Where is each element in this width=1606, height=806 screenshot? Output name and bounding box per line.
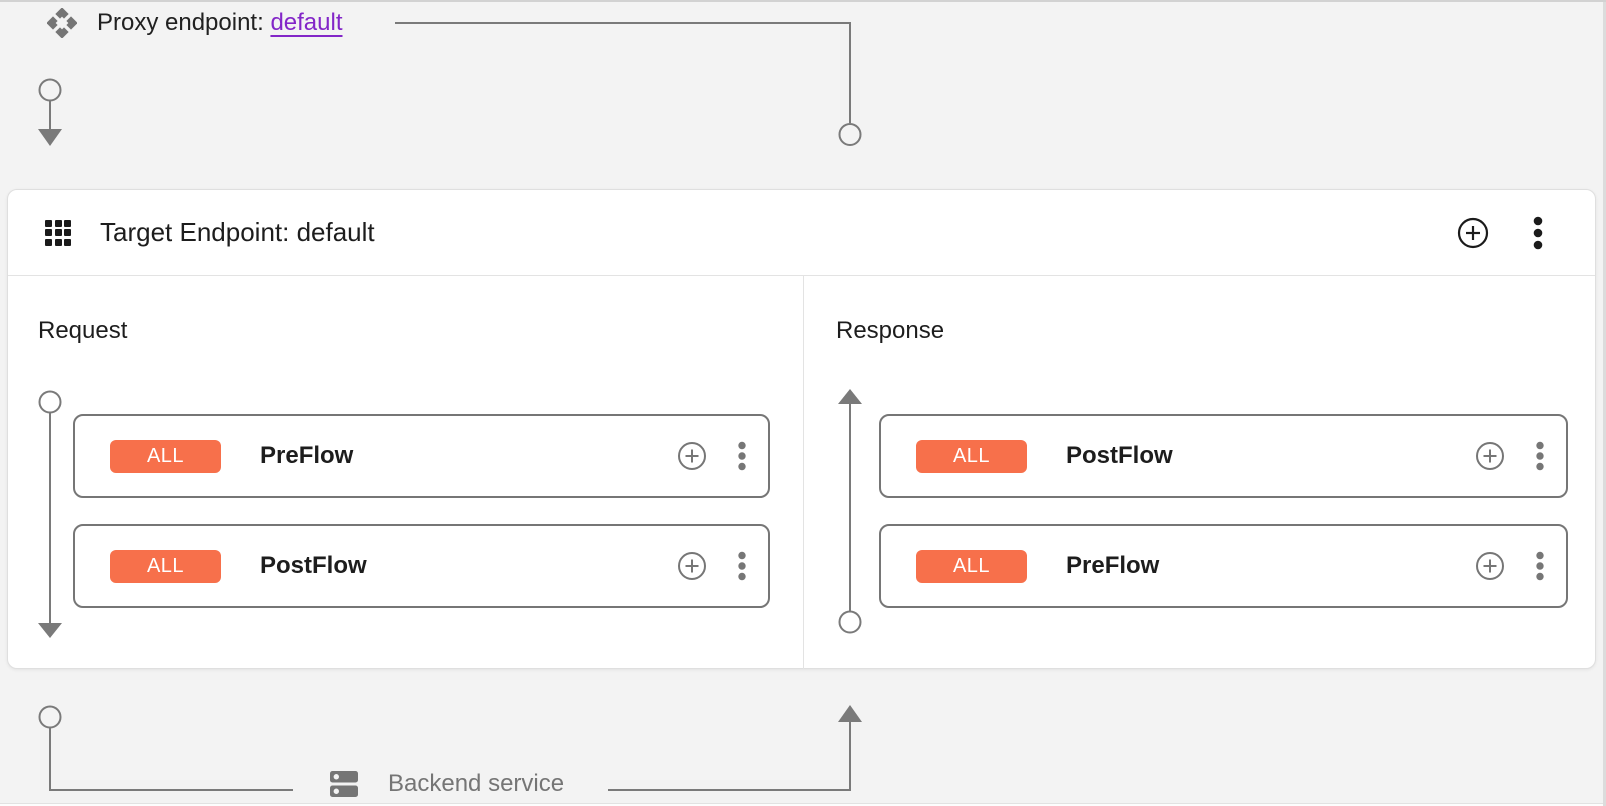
- add-flow-icon[interactable]: [1457, 217, 1489, 249]
- backend-service-row: Backend service: [330, 770, 564, 798]
- condition-badge: ALL: [916, 439, 1027, 473]
- proxy-endpoint-label: Proxy endpoint:: [97, 9, 271, 36]
- target-endpoint-header: Target Endpoint: default: [8, 190, 1595, 276]
- flow-name: PreFlow: [1066, 552, 1160, 579]
- flow-more-options-icon[interactable]: [727, 441, 757, 471]
- backend-to-response-connector: [608, 705, 862, 791]
- response-panel-title: Response: [836, 317, 945, 344]
- add-policy-icon[interactable]: [677, 441, 707, 471]
- flow-more-options-icon[interactable]: [1525, 551, 1555, 581]
- flow-name: PostFlow: [1066, 442, 1173, 469]
- proxy-rail: [38, 78, 62, 146]
- server-dns-icon: [330, 770, 358, 798]
- response-postflow-card[interactable]: ALL PostFlow: [879, 414, 1568, 498]
- bottom-edge: [0, 803, 1606, 806]
- flow-name: PostFlow: [260, 552, 367, 579]
- add-policy-icon[interactable]: [1475, 441, 1505, 471]
- response-preflow-card[interactable]: ALL PreFlow: [879, 524, 1568, 608]
- target-endpoint-grid-icon: [45, 219, 71, 246]
- proxy-endpoint-row: Proxy endpoint: default: [47, 8, 343, 38]
- flow-more-options-icon[interactable]: [1525, 441, 1555, 471]
- condition-badge: ALL: [110, 439, 221, 473]
- request-panel-title: Request: [38, 317, 128, 344]
- request-postflow-card[interactable]: ALL PostFlow: [73, 524, 770, 608]
- flow-name: PreFlow: [260, 442, 354, 469]
- proxy-to-target-connector: [395, 22, 862, 146]
- add-policy-icon[interactable]: [1475, 551, 1505, 581]
- proxy-endpoint-link[interactable]: default: [270, 9, 343, 36]
- request-response-divider: [803, 276, 804, 669]
- proxy-diamond-icon: [47, 8, 77, 38]
- endpoint-more-options-icon[interactable]: [1522, 216, 1554, 249]
- condition-badge: ALL: [916, 549, 1027, 583]
- add-policy-icon[interactable]: [677, 551, 707, 581]
- backend-service-label: Backend service: [388, 770, 565, 797]
- flow-more-options-icon[interactable]: [727, 551, 757, 581]
- target-to-backend-connector: [38, 705, 293, 791]
- request-preflow-card[interactable]: ALL PreFlow: [73, 414, 770, 498]
- right-edge: [1603, 2, 1606, 806]
- condition-badge: ALL: [110, 549, 221, 583]
- target-endpoint-title: Target Endpoint: default: [100, 217, 375, 247]
